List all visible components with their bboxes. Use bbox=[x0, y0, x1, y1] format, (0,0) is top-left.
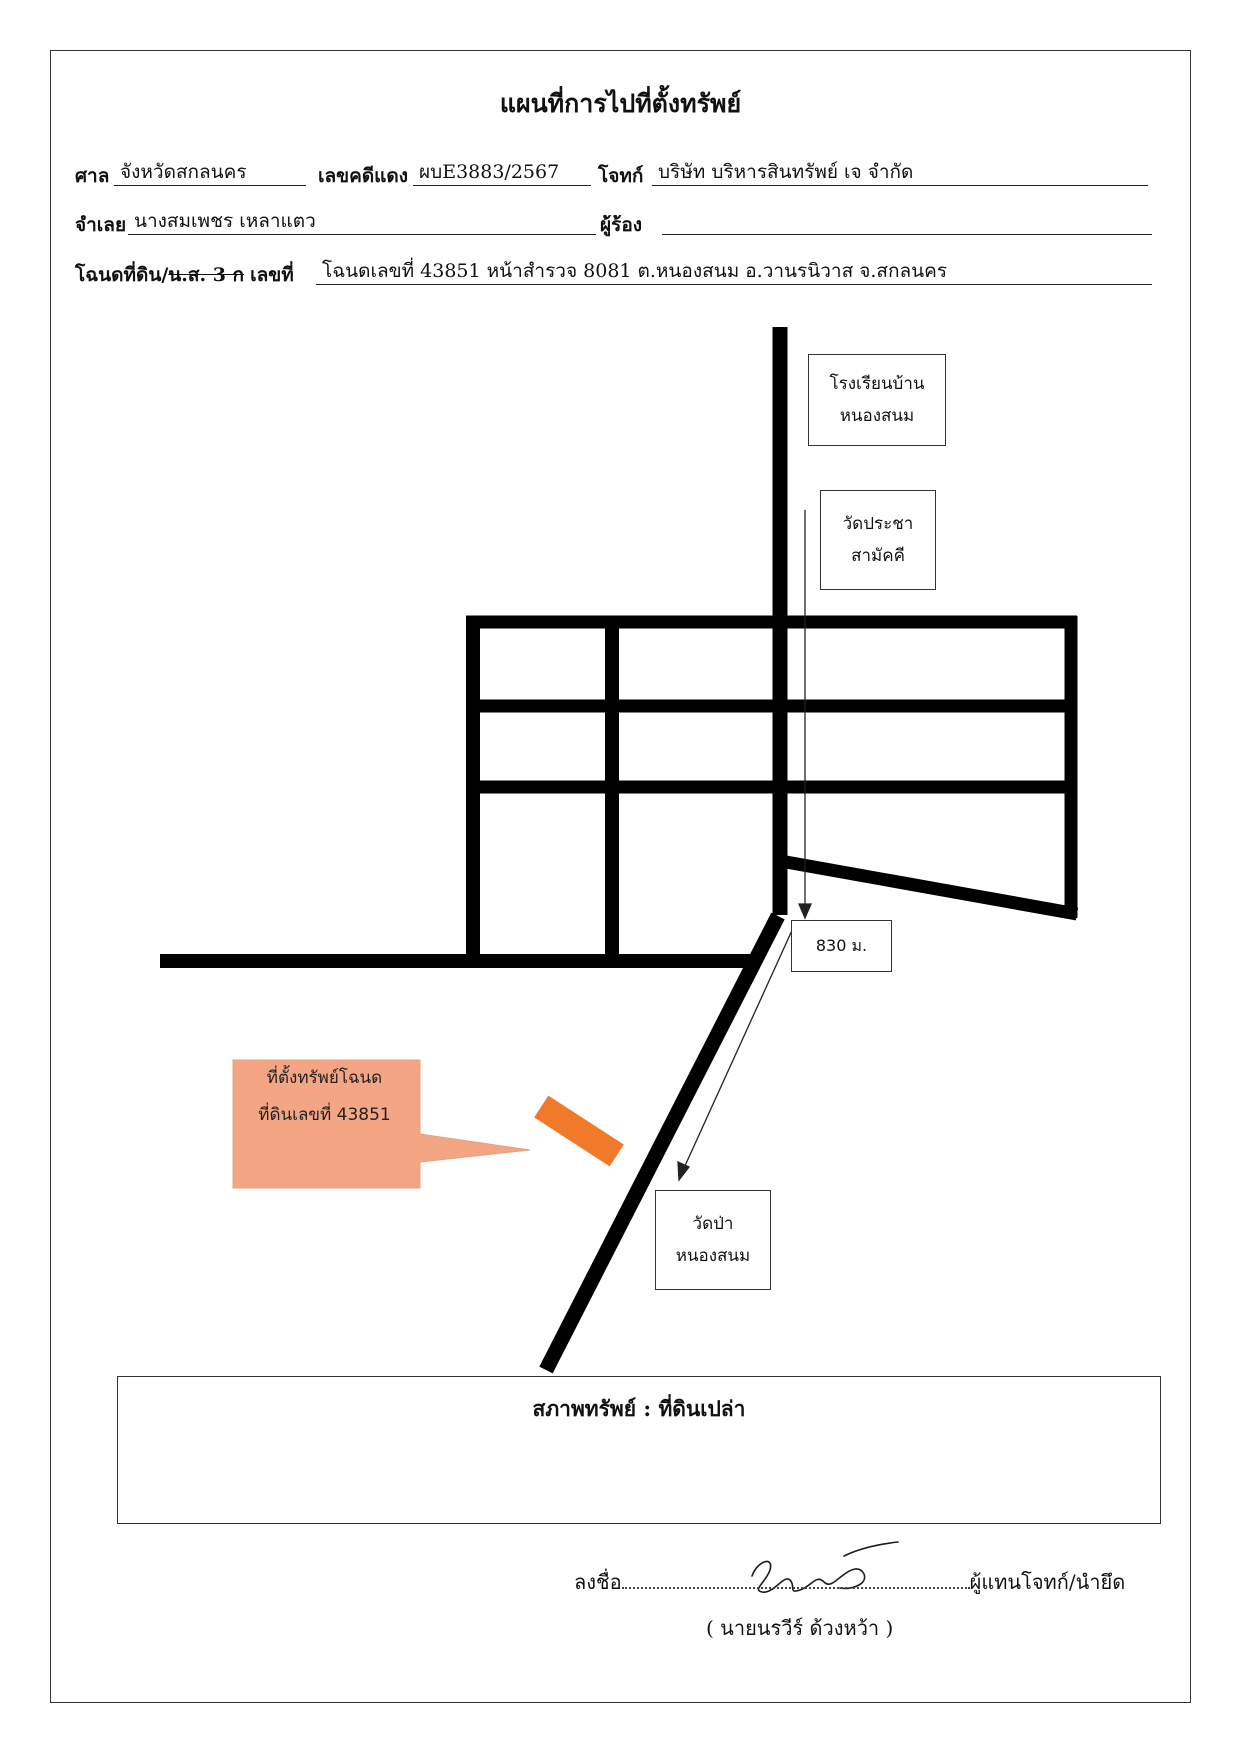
property-callout-text: ที่ตั้งทรัพย์โฉนด ที่ดินเลขที่ 43851 bbox=[232, 1060, 417, 1135]
page-title: แผนที่การไปที่ตั้งทรัพย์ bbox=[499, 89, 742, 118]
temple-north-label: วัดประชา สามัคคี bbox=[820, 490, 936, 590]
court-field: จังหวัดสกลนคร bbox=[114, 160, 306, 186]
temple-south-line1: วัดป่า bbox=[692, 1213, 734, 1234]
petitioner-label-wrap: ผู้ร้อง bbox=[600, 210, 642, 240]
property-line2: ที่ดินเลขที่ 43851 bbox=[258, 1105, 391, 1126]
defendant-row: จำเลย bbox=[75, 210, 126, 240]
direction-arrows bbox=[677, 510, 812, 1182]
plaintiff-field: บริษัท บริหารสินทรัพย์ เจ จำกัด bbox=[652, 160, 1148, 186]
handwritten-signature bbox=[751, 1541, 899, 1593]
defendant-field: นางสมเพชร เหลาแตว bbox=[128, 209, 596, 235]
property-status-box: สภาพทรัพย์ : ที่ดินเปล่า bbox=[117, 1376, 1161, 1524]
grid-road-diagonal bbox=[784, 855, 1079, 921]
distance-text: 830 ม. bbox=[815, 935, 868, 955]
temple-north-line1: วัดประชา bbox=[842, 513, 914, 534]
school-label: โรงเรียนบ้าน หนองสนม bbox=[808, 354, 946, 446]
arrow-to-junction-head bbox=[798, 903, 812, 920]
plaintiff-label: โจทก์ bbox=[598, 165, 644, 187]
signer-role: ผู้แทนโจทก์/นำยึด bbox=[969, 1570, 1126, 1594]
property-marker bbox=[534, 1095, 624, 1167]
deed-label-strike: น.ส. 3 ก bbox=[168, 264, 245, 286]
sign-label: ลงชื่อ bbox=[574, 1570, 622, 1594]
deed-row: โฉนดที่ดิน/น.ส. 3 ก เลขที่ bbox=[75, 260, 294, 290]
case-field: ผบE3883/2567 bbox=[413, 160, 591, 186]
south-road bbox=[539, 912, 785, 1374]
temple-south-line2: หนองสนม bbox=[675, 1246, 751, 1266]
petitioner-label: ผู้ร้อง bbox=[600, 214, 643, 236]
signature-line bbox=[621, 1567, 970, 1589]
road-network bbox=[160, 327, 1079, 1374]
arrow-to-temple-south bbox=[683, 925, 795, 1169]
temple-north-line2: สามัคคี bbox=[851, 546, 905, 566]
case-label-wrap: เลขคดีแดง bbox=[318, 161, 408, 191]
signer-name: ( นายนรวีร์ ด้วงหว้า ) bbox=[706, 1616, 894, 1640]
deed-label-b: เลขที่ bbox=[250, 264, 294, 286]
case-label: เลขคดีแดง bbox=[318, 165, 409, 187]
court-label: ศาล bbox=[75, 165, 110, 187]
plaintiff-label-wrap: โจทก์ bbox=[598, 161, 643, 191]
deed-label-a: โฉนดที่ดิน/ bbox=[75, 264, 169, 286]
school-line1: โรงเรียนบ้าน bbox=[829, 373, 925, 394]
callout-bubble bbox=[232, 1059, 531, 1189]
arrow-to-temple-south-head bbox=[677, 1160, 691, 1182]
temple-south-label: วัดป่า หนองสนม bbox=[655, 1190, 771, 1290]
school-line2: หนองสนม bbox=[839, 406, 915, 426]
property-status: สภาพทรัพย์ : ที่ดินเปล่า bbox=[532, 1396, 746, 1421]
defendant-label: จำเลย bbox=[75, 214, 127, 236]
signature-row: ลงชื่อ ผู้แทนโจทก์/นำยึด bbox=[574, 1566, 1125, 1598]
property-callout bbox=[232, 1059, 624, 1189]
court-row: ศาล bbox=[75, 161, 109, 191]
distance-label: 830 ม. bbox=[791, 920, 892, 972]
deed-field: โฉนดเลขที่ 43851 หน้าสำรวจ 8081 ต.หนองสน… bbox=[316, 259, 1152, 285]
petitioner-field bbox=[662, 209, 1152, 235]
property-line1: ที่ตั้งทรัพย์โฉนด bbox=[266, 1068, 383, 1088]
page-frame bbox=[50, 50, 1191, 1703]
